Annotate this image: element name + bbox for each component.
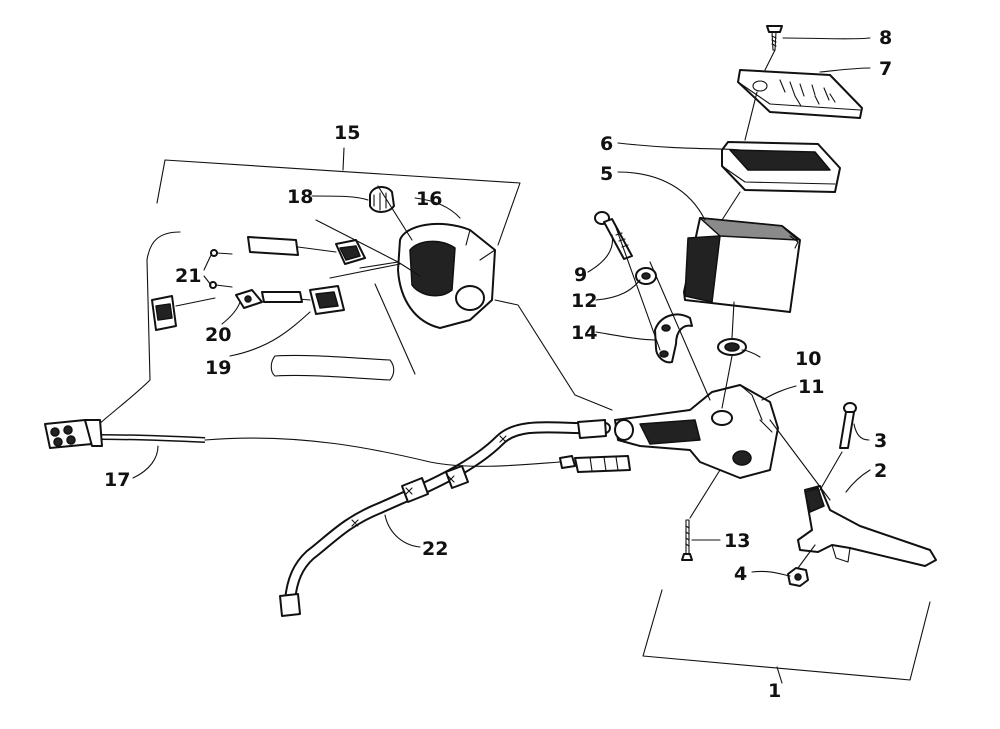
callout-22: 22 (422, 538, 448, 560)
group-bracket-1 (642, 589, 931, 684)
callout-14: 14 (571, 322, 597, 344)
callout-1: 1 (768, 680, 781, 702)
callout-15: 15 (334, 122, 360, 144)
brake-lever-part-2 (797, 485, 937, 567)
harness-plug (151, 295, 216, 331)
callout-5: 5 (600, 163, 613, 185)
pivot-bolt-part-3 (839, 402, 857, 449)
reservoir-cover-part-7 (737, 69, 863, 119)
cover-screw-part-8 (766, 25, 783, 51)
callout-11: 11 (798, 376, 824, 398)
washer-part-12 (635, 267, 657, 285)
assembly-leader-lines (315, 49, 843, 569)
callout-leaders (132, 37, 871, 577)
callout-3: 3 (874, 430, 887, 452)
group-bracket-15 (156, 147, 521, 246)
nut-part-4 (787, 567, 809, 587)
reservoir-part-5 (683, 217, 801, 313)
knob-part-18 (369, 186, 395, 213)
callout-labels: 1 2 3 4 5 6 7 8 9 10 11 12 13 14 15 16 1… (104, 27, 892, 702)
bracket-part-20 (235, 289, 263, 309)
diaphragm-part-6 (721, 141, 841, 193)
callout-13: 13 (724, 530, 750, 552)
grommet-part-10 (717, 338, 747, 356)
screws-part-21 (209, 249, 233, 289)
callout-20: 20 (205, 324, 231, 346)
master-cylinder-part-11 (614, 384, 779, 479)
callout-9: 9 (574, 264, 587, 286)
callout-7: 7 (879, 58, 892, 80)
callout-2: 2 (874, 460, 887, 482)
callout-12: 12 (571, 290, 597, 312)
callout-16: 16 (416, 188, 442, 210)
callout-8: 8 (879, 27, 892, 49)
callout-6: 6 (600, 133, 613, 155)
callout-19: 19 (205, 357, 231, 379)
callout-18: 18 (287, 186, 313, 208)
switch-housing-part-16 (397, 223, 496, 329)
brake-hose-part-22 (279, 419, 611, 617)
bolt-part-9 (594, 211, 633, 260)
switch-part-19 (261, 285, 345, 315)
brake-switch (559, 455, 631, 473)
callout-4: 4 (734, 563, 747, 585)
clamp-part-14 (654, 313, 693, 364)
callout-17: 17 (104, 469, 130, 491)
switch-component-upper (247, 236, 366, 265)
screw-part-13 (681, 519, 693, 561)
wiring-harness-part-17 (44, 231, 561, 467)
callout-21: 21 (175, 265, 201, 287)
callout-10: 10 (795, 348, 821, 370)
insulating-sleeve (270, 354, 395, 381)
